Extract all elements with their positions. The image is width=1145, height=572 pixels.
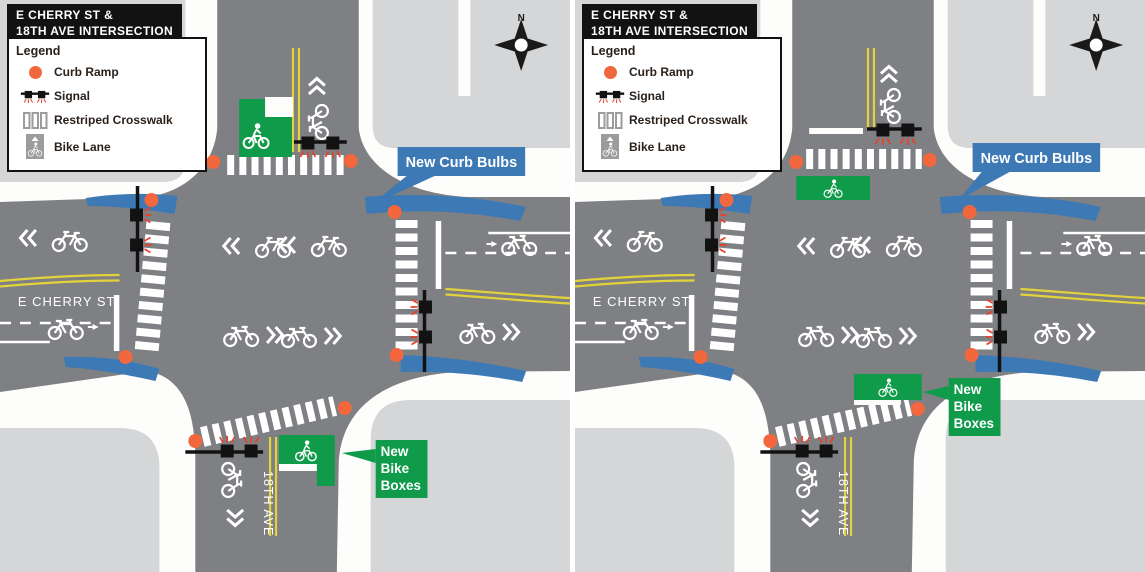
legend-item-bike-lane: Bike Lane (591, 134, 773, 159)
traffic-signal-east (984, 290, 1008, 372)
map-left: N (0, 0, 570, 572)
bike-boxes (239, 97, 335, 486)
curb-ramp (693, 350, 708, 364)
street-label-e-cherry-st: E CHERRY ST (593, 294, 691, 309)
curb-bulb (975, 355, 1102, 382)
traffic-signal-east (409, 290, 433, 372)
curb-ramp (337, 401, 352, 415)
curb-ramp (910, 402, 925, 416)
legend-heading: Legend (591, 44, 636, 58)
curb-ramp-icon (591, 65, 629, 79)
curb-ramp (144, 193, 159, 207)
crosswalks (709, 149, 993, 447)
crosswalks (134, 155, 418, 447)
compass-rose: N (494, 13, 549, 71)
curb-ramp (964, 348, 979, 362)
callout-label: New Curb Bulbs (406, 155, 518, 171)
curb-ramps (693, 153, 979, 448)
map-right: N (575, 0, 1145, 572)
double-yellow-centerlines (575, 48, 1145, 536)
curb-bulbs (638, 193, 1102, 382)
callout-label: Boxes (954, 416, 994, 431)
bike-box (854, 374, 922, 400)
traffic-signal-south (185, 435, 264, 459)
lane-markings (0, 221, 570, 351)
legend-item-signal: Signal (16, 86, 198, 106)
callout-new-curb-bulbs: New Curb Bulbs (958, 143, 1101, 200)
legend-item-restriped-crosswalk: Restriped Crosswalk (591, 110, 773, 130)
curb-ramp (922, 153, 937, 167)
bike-lane-icon (16, 134, 54, 159)
curb-ramp (343, 154, 358, 168)
bike-boxes (796, 176, 922, 405)
traffic-signal-north (866, 122, 922, 146)
callout-label: Bike (954, 399, 983, 414)
traffic-signal-north (293, 135, 347, 159)
map-title-line2: 18TH AVE INTERSECTION (16, 23, 174, 38)
curb-bulb (364, 194, 527, 221)
curb-bulb (638, 356, 735, 381)
legend: Legend Curb Ramp Signal (7, 37, 207, 172)
crosswalk-south (775, 396, 913, 447)
callout-label: Boxes (381, 478, 421, 493)
crosswalk-south (200, 396, 338, 447)
curb-bulb (400, 355, 527, 382)
traffic-signals (129, 135, 433, 459)
callout-label: New (381, 444, 409, 459)
curb-ramps (118, 154, 404, 448)
curb-ramp-icon (16, 65, 54, 79)
curb-ramp (962, 205, 977, 219)
legend-item-signal: Signal (591, 86, 773, 106)
compass-north-label: N (518, 13, 525, 24)
compass-north-label: N (1093, 13, 1100, 24)
map-title-line1: E CHERRY ST & (591, 8, 689, 22)
callout-label: New (954, 382, 982, 397)
crosswalk-icon (591, 111, 629, 130)
bike-lane-icon (591, 134, 629, 159)
curb-ramp (789, 155, 804, 169)
map-title-line1: E CHERRY ST & (16, 8, 114, 22)
stop-bar (809, 128, 863, 134)
curb-bulb (63, 356, 160, 381)
callout-new-bike-boxes: New Bike Boxes (922, 378, 1001, 436)
traffic-signal-west (129, 186, 153, 272)
curb-ramp (389, 348, 404, 362)
curb-ramp (719, 193, 734, 207)
traffic-signal-west (704, 186, 728, 272)
lane-markings (575, 128, 1145, 351)
legend: Legend Curb Ramp Signal (582, 37, 782, 172)
curb-ramp (387, 205, 402, 219)
crosswalk-icon (16, 111, 54, 130)
callout-label: New Curb Bulbs (981, 151, 1093, 167)
callout-new-curb-bulbs: New Curb Bulbs (369, 147, 526, 206)
bike-box (796, 176, 870, 200)
traffic-signal-south (760, 435, 839, 459)
crosswalk-west (134, 220, 171, 354)
legend-heading: Legend (16, 44, 61, 58)
street-label-e-cherry-st: E CHERRY ST (18, 294, 116, 309)
callout-new-bike-boxes: New Bike Boxes (341, 440, 428, 498)
street-label-18th-ave: 18TH AVE (261, 471, 275, 536)
curb-ramp (188, 434, 203, 448)
map-title-line2: 18TH AVE INTERSECTION (591, 23, 749, 38)
legend-item-curb-ramp: Curb Ramp (16, 62, 198, 82)
curb-ramp (206, 155, 221, 169)
traffic-signals (704, 122, 1008, 459)
street-label-18th-ave: 18TH AVE (836, 471, 850, 536)
curb-ramp (763, 434, 778, 448)
signal-icon (16, 88, 54, 105)
callout-label: Bike (381, 461, 410, 476)
legend-item-bike-lane: Bike Lane (16, 134, 198, 159)
curb-ramp (118, 350, 133, 364)
compass-rose: N (1069, 13, 1124, 71)
curb-bulb (939, 194, 1102, 221)
legend-item-curb-ramp: Curb Ramp (591, 62, 773, 82)
signal-icon (591, 88, 629, 105)
crosswalk-west (709, 220, 746, 354)
legend-item-restriped-crosswalk: Restriped Crosswalk (16, 110, 198, 130)
